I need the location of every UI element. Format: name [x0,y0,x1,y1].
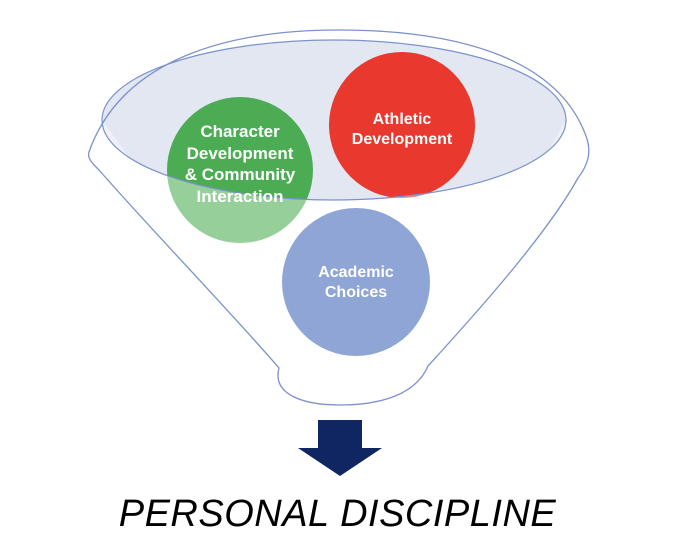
funnel-mouth-rim [101,39,567,201]
diagram-title: PERSONAL DISCIPLINE [118,493,557,535]
athletic-circle [329,52,475,198]
academic-circle [282,208,430,356]
character-circle [167,97,313,243]
funnel-outline [87,29,590,406]
down-arrow-icon [298,420,382,476]
